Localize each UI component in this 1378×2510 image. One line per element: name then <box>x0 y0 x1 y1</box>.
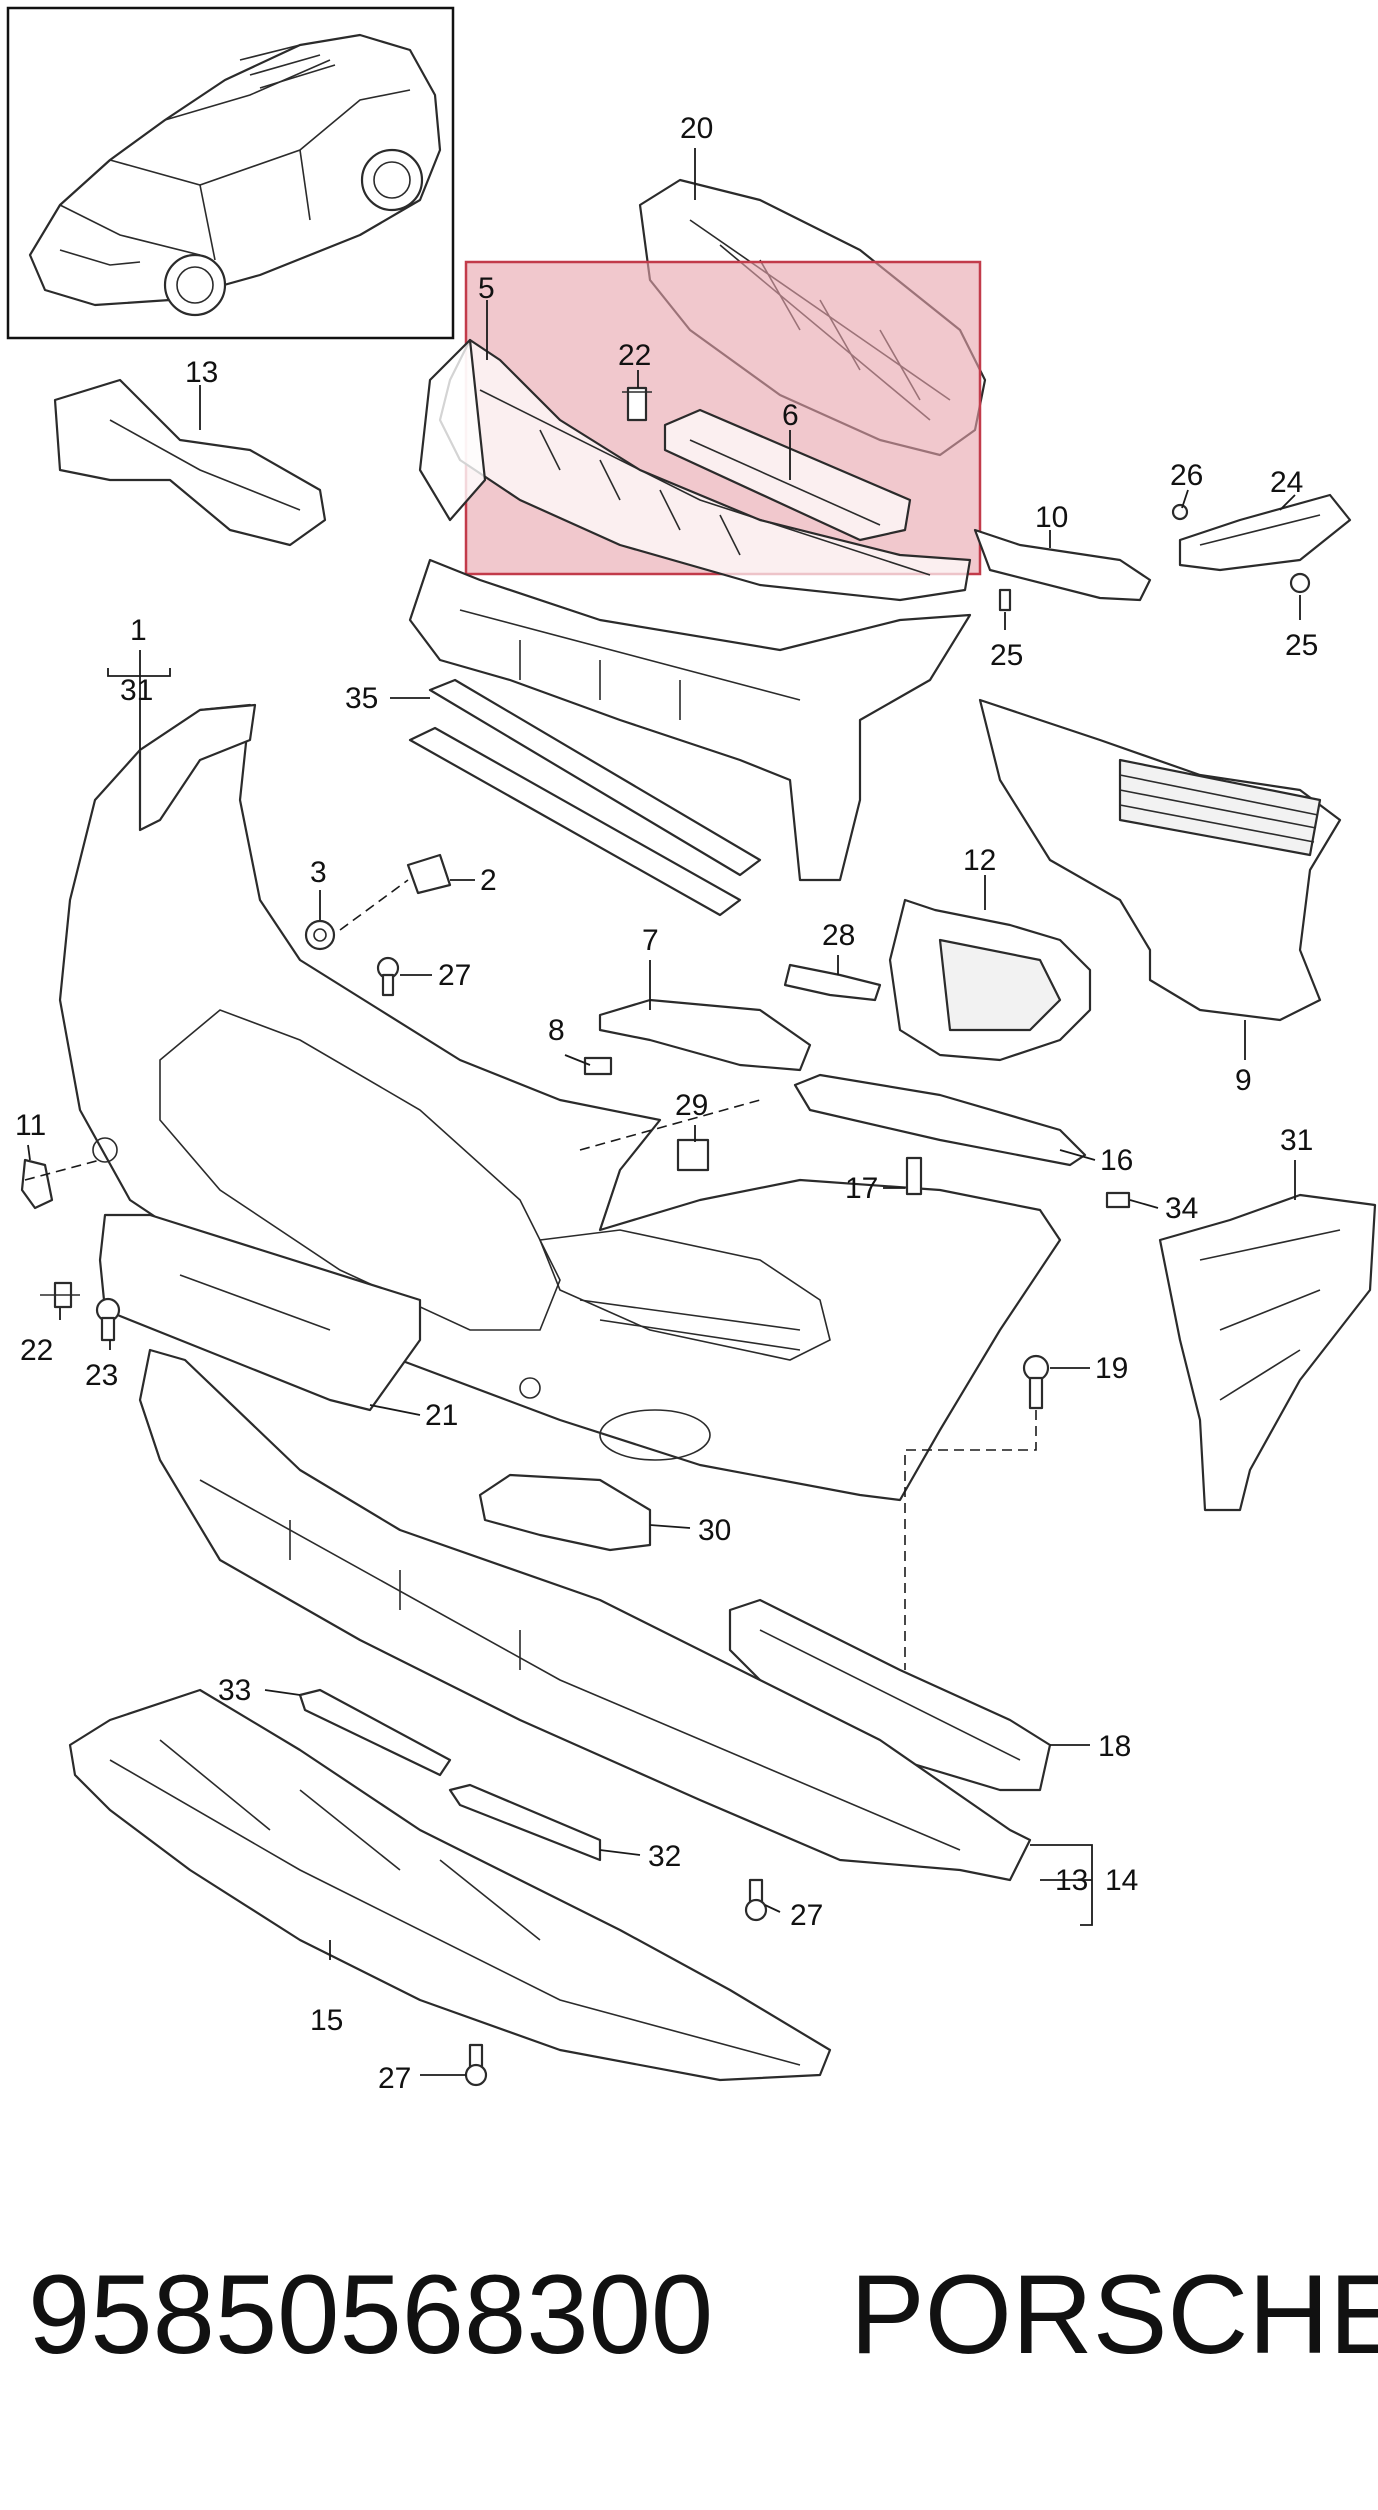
callout-28: 28 <box>822 919 855 952</box>
part-22-clip-top <box>622 386 652 422</box>
callout-11: 11 <box>15 1109 46 1142</box>
part-33-strip <box>298 1688 452 1777</box>
part-18-spoiler-insert <box>728 1598 1052 1792</box>
part-31-side-bracket <box>1158 1193 1377 1512</box>
callout-labels: 20 5 22 6 13 10 26 24 25 25 35 1 31 12 9… <box>15 112 1318 2095</box>
part-11-sensor <box>20 1158 54 1210</box>
callout-15: 15 <box>310 2004 343 2037</box>
part-2-sensor <box>406 853 452 895</box>
highlighted-assembly <box>418 260 982 602</box>
callout-22-left: 22 <box>20 1334 53 1367</box>
part-27-screw-c <box>464 2043 488 2087</box>
callout-34: 34 <box>1165 1192 1198 1225</box>
callout-30: 30 <box>698 1514 731 1547</box>
callout-8: 8 <box>548 1014 565 1047</box>
part-10-bracket <box>973 528 1152 602</box>
part-28-clip <box>783 963 882 1002</box>
part-32-strip <box>448 1783 602 1862</box>
part-19-screw <box>1022 1354 1050 1410</box>
vehicle-inset <box>6 6 455 340</box>
callout-18: 18 <box>1098 1730 1131 1763</box>
callout-3: 3 <box>310 856 327 889</box>
callout-26: 26 <box>1170 459 1203 492</box>
part-9-grille <box>978 698 1342 1022</box>
callout-32: 32 <box>648 1840 681 1873</box>
part-14-lower-deflector <box>138 1348 1032 1882</box>
part-3-grommet <box>304 919 336 951</box>
callout-29: 29 <box>675 1089 708 1122</box>
callout-10: 10 <box>1035 501 1068 534</box>
callout-6: 6 <box>782 399 799 432</box>
callout-27-b: 27 <box>790 1899 823 1932</box>
car-illustration <box>28 33 442 317</box>
callout-35: 35 <box>345 682 378 715</box>
part-6-strip <box>663 408 912 542</box>
part-number: 95850568300 <box>28 2252 714 2377</box>
callout-23: 23 <box>85 1359 118 1392</box>
callout-22-top: 22 <box>618 339 651 372</box>
part-27-screw-a <box>376 956 400 997</box>
callout-31-left: 31 <box>120 674 153 707</box>
screws-25-26 <box>998 503 1311 612</box>
callout-13-bottom: 13 <box>1055 1864 1088 1897</box>
callout-14: 14 <box>1105 1864 1138 1897</box>
part-23-screw <box>95 1297 121 1342</box>
callout-2: 2 <box>480 864 497 897</box>
part-30-fog-ring <box>478 1473 652 1552</box>
part-15-underbody-panel <box>68 1688 832 2082</box>
parts-diagram: 20 5 22 6 13 10 26 24 25 25 35 1 31 12 9… <box>6 6 1377 2095</box>
callout-20: 20 <box>680 112 713 145</box>
callout-21: 21 <box>425 1399 458 1432</box>
footer: 95850568300 PORSCHE <box>0 2250 1378 2450</box>
part-13-bracket <box>53 378 327 547</box>
part-31-corner-bracket-left <box>138 703 257 832</box>
part-34-nut <box>1105 1191 1131 1209</box>
callout-24: 24 <box>1270 466 1303 499</box>
callout-13-top: 13 <box>185 356 218 389</box>
part-22-clip-left <box>40 1281 80 1309</box>
callout-7: 7 <box>642 924 659 957</box>
leader-lines <box>24 148 1301 2076</box>
part-8-nut <box>583 1056 613 1076</box>
callout-27-c: 27 <box>378 2062 411 2095</box>
brand-name: PORSCHE <box>850 2252 1378 2377</box>
callout-25-left: 25 <box>990 639 1023 672</box>
callout-27-a: 27 <box>438 959 471 992</box>
callout-19: 19 <box>1095 1352 1128 1385</box>
part-35-strips <box>408 678 762 917</box>
callout-31-right: 31 <box>1280 1124 1313 1157</box>
callout-12: 12 <box>963 844 996 877</box>
part-24-bracket <box>1178 493 1352 572</box>
callout-1: 1 <box>130 614 147 647</box>
callout-17: 17 <box>845 1172 878 1205</box>
part-12-cover <box>888 898 1092 1062</box>
front-carrier-assembly <box>408 558 972 882</box>
part-5-support-frame <box>418 338 972 602</box>
part-7-bracket <box>598 998 812 1072</box>
callout-5: 5 <box>478 272 495 305</box>
part-21-plate-bracket <box>98 1213 422 1412</box>
part-16-trim <box>793 1073 1087 1167</box>
callout-9: 9 <box>1235 1064 1252 1097</box>
callout-33: 33 <box>218 1674 251 1707</box>
callout-16: 16 <box>1100 1144 1133 1177</box>
part-27-screw-b <box>744 1878 768 1922</box>
part-17-screw <box>905 1156 923 1196</box>
part-29-clip <box>676 1138 710 1172</box>
callout-25-right: 25 <box>1285 629 1318 662</box>
